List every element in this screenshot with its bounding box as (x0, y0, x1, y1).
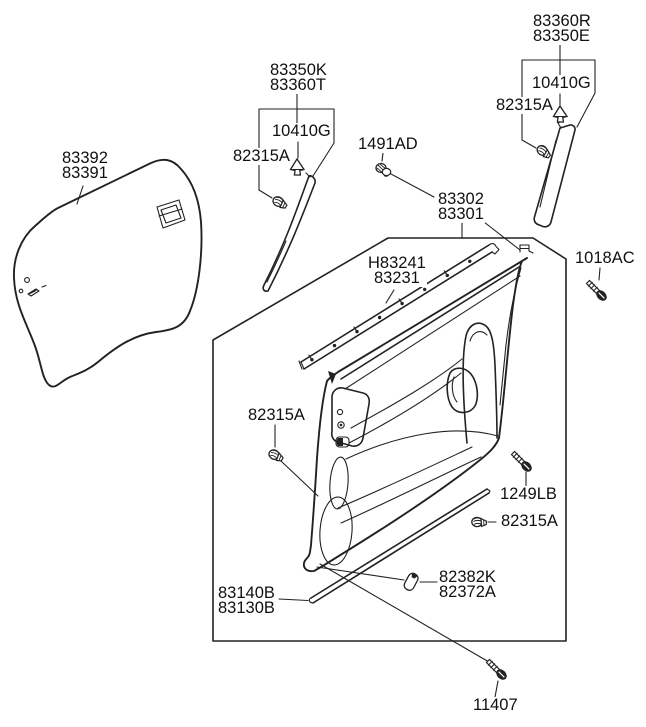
label-panel-screw-1018: 1018AC (574, 249, 636, 267)
label-rear-sash-clip: 82315A (495, 96, 554, 114)
label-panel-clip-left: 82315A (247, 406, 306, 424)
trim-clip-1491-icon (375, 152, 435, 198)
bolt-11407-icon (319, 563, 510, 698)
rear-sash-trim (533, 120, 576, 228)
panel-screw-1018-icon (585, 267, 610, 304)
label-rear-sash-screw: 10410G (531, 74, 592, 92)
label-door-glass: 83392 83391 (61, 149, 109, 182)
lower-molding (278, 488, 491, 604)
label-front-sash-screw: 10410G (271, 122, 332, 140)
grommet-82382-icon (316, 566, 438, 591)
belt-molding (298, 243, 500, 370)
front-sash-screw-icon (289, 158, 305, 176)
label-belt-molding: H83241 83231 (367, 254, 427, 287)
rear-sash-clip-icon (534, 143, 554, 161)
front-sash-clip-icon (270, 194, 290, 211)
trim-panel-leaders (461, 221, 521, 251)
label-panel-screw-1249: 1249LB (499, 485, 558, 503)
panel-clip-left-leader (274, 424, 319, 497)
label-bolt-11407: 11407 (472, 696, 519, 714)
label-panel-clip-right: 82315A (500, 512, 559, 530)
boundary-box (212, 237, 567, 642)
label-door-trim-panel: 83302 83301 (437, 190, 485, 223)
label-front-sash-clip: 82315A (232, 147, 291, 165)
panel-clip-right-icon (471, 516, 497, 528)
label-rear-sash-trim: 83360R 83350E (532, 12, 592, 45)
label-trim-clip-1491: 1491AD (357, 135, 419, 153)
front-sash-trim (262, 172, 316, 292)
door-trim-panel (302, 244, 534, 573)
panel-screw-1249-icon (510, 450, 535, 488)
label-front-sash-trim: 83350K 83360T (269, 61, 328, 94)
door-glass-outline (13, 158, 203, 388)
front-sash-bracket (258, 92, 335, 199)
rear-sash-screw-icon (552, 105, 568, 123)
belt-molding-rivets (310, 259, 472, 362)
label-grommet-82382: 82382K 82372A (438, 568, 497, 601)
label-lower-molding: 83140B 83130B (217, 584, 276, 617)
panel-clip-left-icon (266, 447, 286, 464)
